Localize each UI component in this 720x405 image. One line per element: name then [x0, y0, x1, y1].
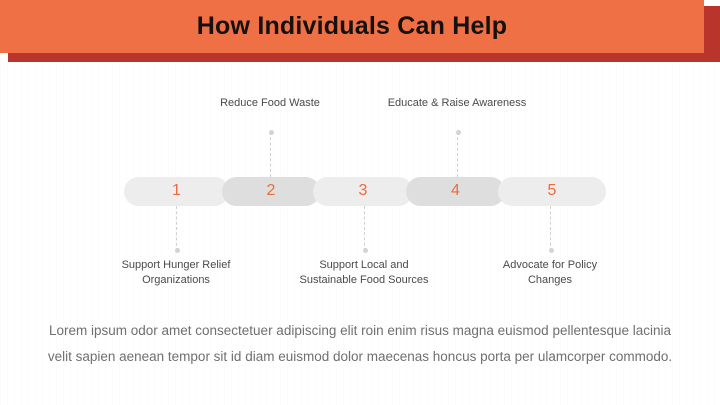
connector-step-1: [175, 206, 180, 253]
connector-step-2: [269, 130, 274, 177]
connector-step-3: [363, 206, 368, 253]
body-paragraph: Lorem ipsum odor amet consectetuer adipi…: [47, 323, 673, 364]
timeline-track: 1 2 3 4 5: [124, 177, 606, 206]
step-caption-4: Educate & Raise Awareness: [387, 97, 527, 109]
timeline-pill-3[interactable]: 3: [313, 177, 413, 206]
connector-dot-step-2: [269, 130, 274, 135]
timeline-pill-4[interactable]: 4: [406, 177, 505, 206]
step-caption-2: Reduce Food Waste: [220, 97, 320, 109]
connector-dot-step-3: [363, 248, 368, 253]
connector-step-4: [456, 130, 461, 177]
timeline-number-3: 3: [358, 182, 368, 199]
page-title: How Individuals Can Help: [196, 12, 508, 40]
connector-dot-step-1: [175, 248, 180, 253]
title-banner-bar: How Individuals Can Help: [0, 0, 704, 53]
timeline-number-4: 4: [451, 182, 460, 199]
connector-dot-step-5: [549, 248, 554, 253]
timeline-number-5: 5: [547, 182, 557, 199]
connector-step-5: [549, 206, 554, 253]
timeline-number-1: 1: [172, 182, 181, 199]
title-banner: How Individuals Can Help: [0, 0, 720, 68]
timeline-pill-1[interactable]: 1: [124, 177, 229, 206]
timeline-pill-2[interactable]: 2: [222, 177, 320, 206]
timeline-pill-5[interactable]: 5: [498, 177, 606, 206]
step-caption-3: Support Local and Sustainable Food Sourc…: [299, 259, 429, 286]
step-caption-5: Advocate for Policy Changes: [502, 259, 598, 286]
step-caption-1: Support Hunger Relief Organizations: [121, 259, 231, 286]
connector-dot-step-4: [456, 130, 461, 135]
timeline-number-2: 2: [266, 182, 276, 199]
